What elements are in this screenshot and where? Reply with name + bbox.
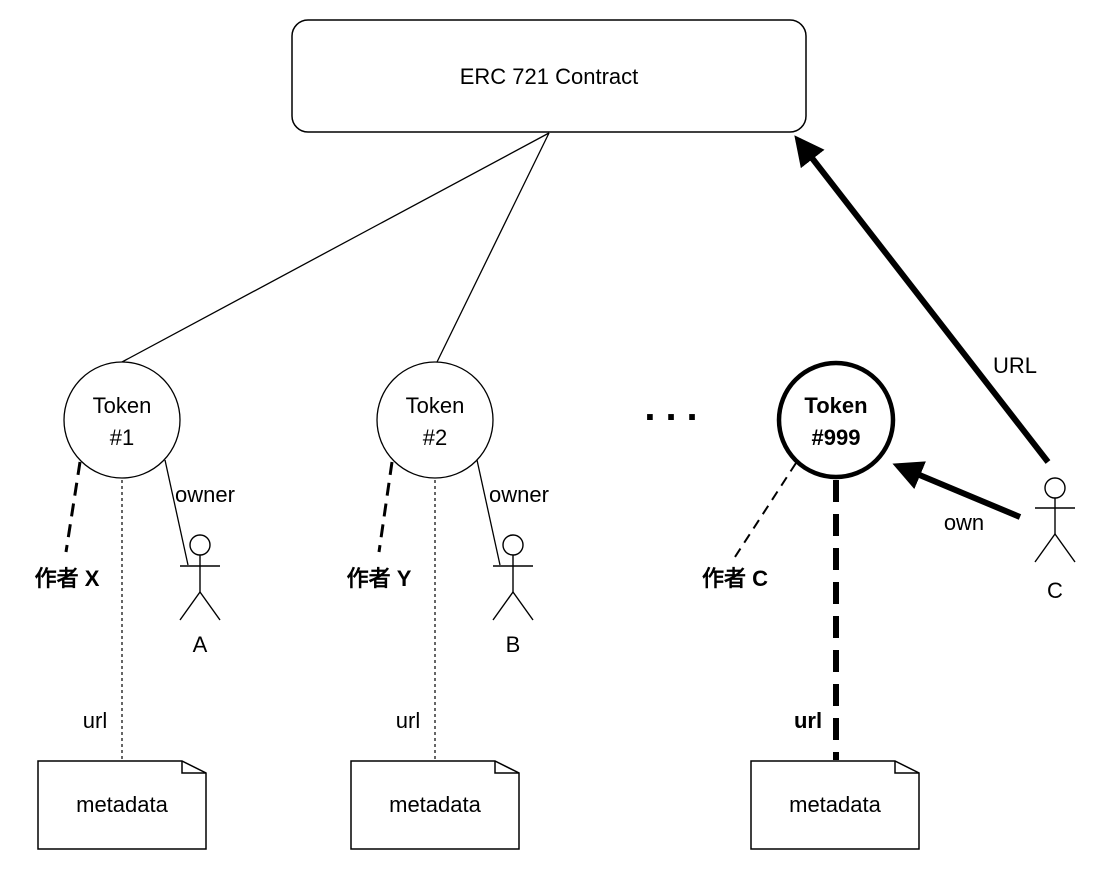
actor-c-icon bbox=[1034, 477, 1076, 563]
token-2-circle bbox=[376, 361, 494, 479]
token-2-owner-label: owner bbox=[489, 482, 549, 507]
token-1: Token #1 bbox=[63, 361, 181, 479]
metadata-1-label: metadata bbox=[76, 792, 168, 817]
c-own-label: own bbox=[944, 510, 984, 535]
token-999-circle bbox=[776, 360, 896, 480]
metadata-1-note: metadata bbox=[37, 760, 207, 850]
contract-label: ERC 721 Contract bbox=[460, 64, 639, 89]
metadata-999-label: metadata bbox=[789, 792, 881, 817]
c-to-contract-url-label: URL bbox=[993, 353, 1037, 378]
token-999-author-label: 作者 C bbox=[702, 566, 768, 591]
c-own-arrow bbox=[892, 461, 1022, 520]
token-1-author-label: 作者 X bbox=[35, 566, 100, 591]
metadata-2-label: metadata bbox=[389, 792, 481, 817]
c-to-contract-arrow bbox=[794, 135, 1051, 464]
actor-b-name: B bbox=[506, 632, 521, 657]
token-1-author-link bbox=[64, 461, 82, 553]
metadata-2-note: metadata bbox=[350, 760, 520, 850]
contract-box: ERC 721 Contract bbox=[291, 19, 807, 133]
token-2-owner-link bbox=[476, 459, 501, 566]
actor-c-name: C bbox=[1047, 578, 1063, 603]
actor-a-name: A bbox=[193, 632, 208, 657]
ellipsis-indicator: ... bbox=[644, 385, 707, 429]
token-2-url-label: url bbox=[396, 708, 420, 733]
actor-a-icon bbox=[179, 534, 221, 621]
token-1-circle bbox=[63, 361, 181, 479]
token-999-label-line2: #999 bbox=[812, 425, 861, 450]
token-999: Token #999 bbox=[776, 360, 896, 480]
token-999-author-link bbox=[732, 462, 797, 561]
token-1-label-line1: Token bbox=[93, 393, 152, 418]
token-1-owner-label: owner bbox=[175, 482, 235, 507]
token-1-owner-link bbox=[164, 459, 189, 566]
token-999-label-line1: Token bbox=[804, 393, 867, 418]
actor-b-icon bbox=[492, 534, 534, 621]
token-1-label-line2: #1 bbox=[110, 425, 134, 450]
metadata-999-note: metadata bbox=[750, 760, 920, 850]
token-2-author-link bbox=[377, 461, 394, 553]
token-2-author-label: 作者 Y bbox=[347, 566, 412, 591]
contract-to-token2-line bbox=[436, 132, 550, 363]
token-1-url-label: url bbox=[83, 708, 107, 733]
token-2-label-line2: #2 bbox=[423, 425, 447, 450]
token-2-label-line1: Token bbox=[406, 393, 465, 418]
contract-to-token1-line bbox=[121, 132, 550, 363]
token-2: Token #2 bbox=[376, 361, 494, 479]
token-999-url-label: url bbox=[794, 708, 822, 733]
